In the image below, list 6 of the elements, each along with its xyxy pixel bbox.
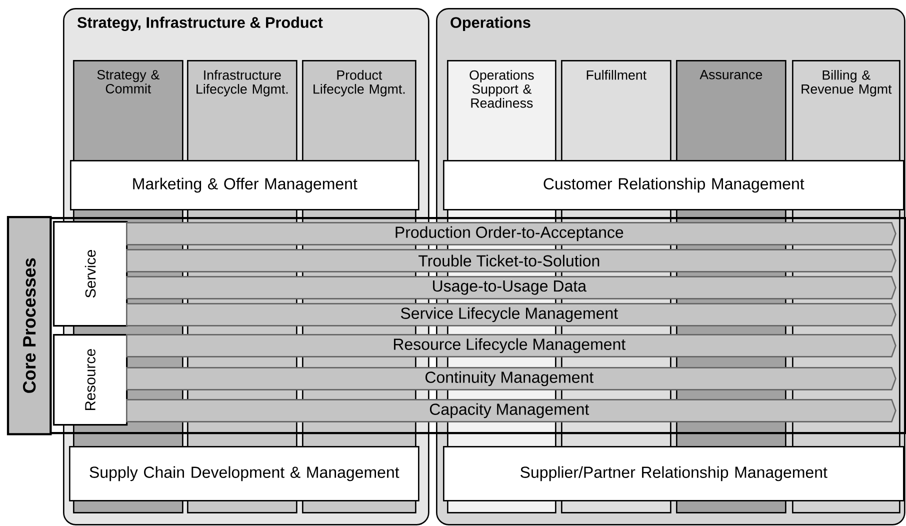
process-bar: Supplier/Partner Relationship Management [443, 446, 904, 502]
process-bar: Supply Chain Development & Management [69, 446, 420, 502]
category-box: Resource [53, 334, 128, 426]
category-box: Service [53, 221, 128, 327]
process-bar: Marketing & Offer Management [70, 160, 420, 210]
process-bar: Customer Relationship Management [443, 160, 904, 210]
